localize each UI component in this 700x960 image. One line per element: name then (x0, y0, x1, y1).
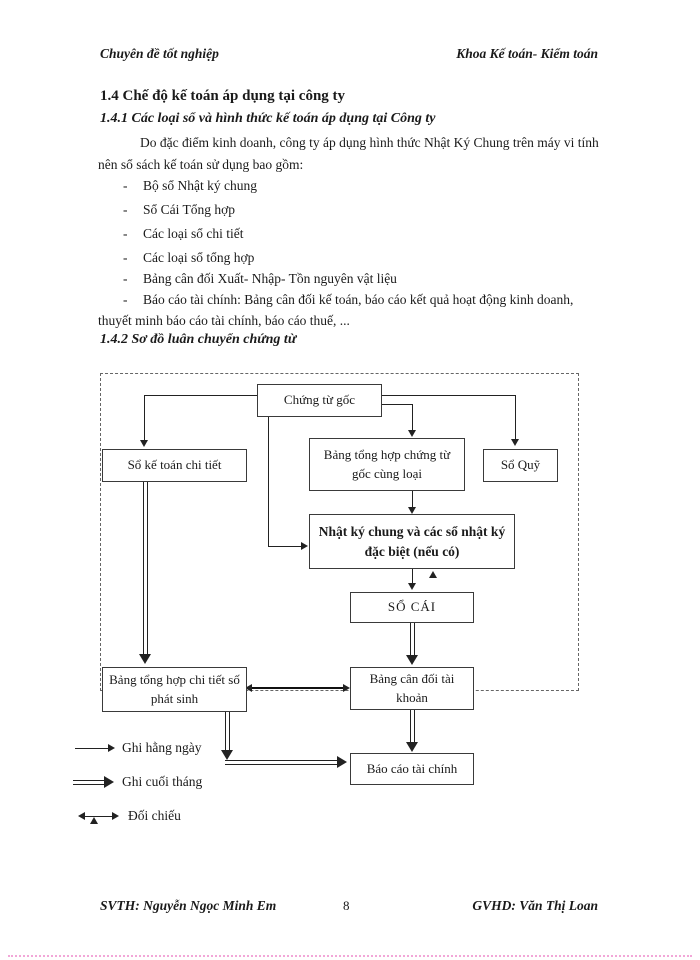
arrowhead-down (140, 440, 148, 447)
legend-reconcile-line (84, 816, 112, 817)
section-heading-1-4-2: 1.4.2 Sơ đồ luân chuyển chứng từ (100, 332, 297, 347)
legend-monthly-line (73, 780, 104, 785)
thick-connector-line (143, 481, 148, 654)
thick-arrowhead-down (221, 750, 233, 760)
header-right-text: Khoa Kế toán- Kiểm toán (456, 46, 598, 61)
bullet-text: Bảng cân đối Xuất- Nhập- Tồn nguyên vật … (143, 271, 397, 286)
arrowhead-left (78, 812, 85, 820)
thick-connector-line (225, 712, 230, 750)
box-so-quy: Sổ Quỹ (483, 449, 558, 482)
bullet-item: -Sổ Cái Tổng hợp (123, 202, 235, 218)
connector-line (268, 417, 269, 546)
arrowhead-right (301, 542, 308, 550)
box-so-ke-toan-chi-tiet: Sổ kế toán chi tiết (102, 449, 247, 482)
legend-daily-line (75, 748, 108, 749)
arrowhead-down (511, 439, 519, 446)
box-bang-can-doi-tai-khoan: Bảng cân đối tài khoản (350, 667, 474, 710)
bullet-marker: - (123, 178, 128, 193)
thick-arrowhead-right (337, 756, 347, 768)
box-nhat-ky-chung: Nhật ký chung và các sổ nhật ký đặc biệt… (309, 514, 515, 569)
arrowhead-up (90, 817, 98, 824)
bullet-text: Bộ sổ Nhật ký chung (143, 178, 257, 193)
thick-connector-line (410, 710, 415, 742)
arrowhead-right (108, 744, 115, 752)
header-left-text: Chuyên đề tốt nghiệp (100, 46, 219, 61)
connector-line (412, 404, 413, 430)
section-heading-1-4: 1.4 Chế độ kế toán áp dụng tại công ty (100, 88, 346, 104)
thick-arrowhead-right (104, 776, 114, 788)
bullet-item: -Bảng cân đối Xuất- Nhập- Tồn nguyên vật… (123, 271, 397, 287)
arrowhead-right (112, 812, 119, 820)
bullet-continuation-line: thuyết minh báo cáo tài chính, báo cáo t… (98, 313, 350, 328)
intro-paragraph-line-1: Do đặc điểm kinh doanh, công ty áp dụng … (140, 135, 599, 150)
section-heading-1-4-1: 1.4.1 Các loại sổ và hình thức kế toán á… (100, 111, 436, 126)
legend-daily-label: Ghi hằng ngày (122, 740, 202, 755)
bullet-text: Sổ Cái Tổng hợp (143, 202, 236, 217)
thick-connector-line (410, 623, 415, 655)
intro-paragraph-line-2: nên sổ sách kế toán sử dụng bao gồm: (98, 157, 304, 172)
thick-connector-line (225, 760, 337, 765)
bullet-text: Các loại sổ chi tiết (143, 226, 244, 241)
box-bao-cao-tai-chinh: Báo cáo tài chính (350, 753, 474, 785)
connector-line (412, 569, 413, 583)
bullet-item: -Các loại sổ chi tiết (123, 226, 243, 242)
box-chung-tu-goc: Chứng từ gốc (257, 384, 382, 417)
arrowhead-down (408, 583, 416, 590)
legend-reconcile-label: Đối chiếu (128, 808, 181, 823)
footer-advisor-text: GVHD: Văn Thị Loan (472, 898, 598, 913)
thick-arrowhead-down (406, 655, 418, 665)
bullet-text: Báo cáo tài chính: Bảng cân đối kế toán,… (143, 292, 574, 307)
flowchart-dashed-boundary (100, 373, 579, 691)
connector-line (382, 404, 412, 405)
connector-line (382, 395, 515, 396)
connector-line (144, 395, 257, 396)
bullet-marker: - (123, 271, 128, 286)
arrowhead-right (343, 684, 350, 692)
arrowhead-down (408, 507, 416, 514)
connector-line (144, 395, 145, 440)
arrowhead-left (245, 684, 252, 692)
reconcile-line (250, 687, 346, 689)
box-so-cai: SỔ CÁI (350, 592, 474, 623)
arrowhead-down (408, 430, 416, 437)
bullet-item: -Các loại sổ tổng hợp (123, 250, 254, 266)
box-bang-tong-hop-chung-tu: Bảng tổng hợp chứng từ gốc cùng loại (309, 438, 465, 491)
connector-line (412, 491, 413, 507)
bullet-text: Các loại sổ tổng hợp (143, 250, 255, 265)
bullet-item: -Bộ sổ Nhật ký chung (123, 178, 257, 194)
footer-author-text: SVTH: Nguyễn Ngọc Minh Em (100, 898, 277, 913)
legend-monthly-label: Ghi cuối tháng (122, 774, 203, 789)
bullet-marker: - (123, 292, 128, 307)
bullet-marker: - (123, 250, 128, 265)
thick-arrowhead-down (139, 654, 151, 664)
page-bottom-dotted-rule (8, 955, 692, 957)
arrowhead-up (429, 571, 437, 578)
bullet-marker: - (123, 226, 128, 241)
box-bang-tong-hop-chi-tiet: Bảng tổng hợp chi tiết số phát sinh (102, 667, 247, 712)
connector-line (515, 395, 516, 439)
bullet-item: -Báo cáo tài chính: Bảng cân đối kế toán… (123, 292, 573, 308)
page-number: 8 (343, 898, 350, 913)
connector-line (268, 546, 301, 547)
bullet-marker: - (123, 202, 128, 217)
thick-arrowhead-down (406, 742, 418, 752)
